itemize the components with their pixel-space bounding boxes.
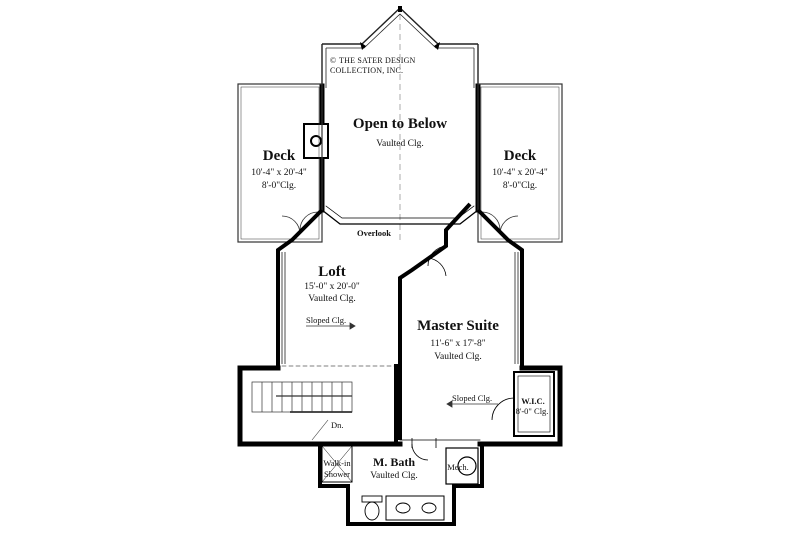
wic-label: W.I.C. [521,396,545,406]
master-suite-label: Master Suite [417,318,499,334]
deck-right-label: Deck [504,148,537,164]
loft-size: 15'-0" x 20'-0" [304,282,360,292]
open-to-below-label: Open to Below [353,116,447,132]
loft-label: Loft [318,264,346,280]
copyright-line2: COLLECTION, INC. [330,66,403,75]
wic-closet [491,371,555,437]
open-to-below-room [321,6,479,88]
copyright-symbol: © [330,56,336,65]
master-bath-label: M. Bath [373,455,415,469]
master-suite-ceiling: Vaulted Clg. [434,352,482,362]
loft-ceiling: Vaulted Clg. [308,294,356,304]
master-bath-ceiling: Vaulted Clg. [370,471,418,481]
deck-right-area [477,83,563,243]
deck-right-size: 10'-4" x 20'-4" [492,168,548,178]
deck-left-size: 10'-4" x 20'-4" [251,168,307,178]
fireplace [303,123,329,159]
stairs-down-label: Dn. [331,420,344,430]
copyright-line1: THE SATER DESIGN [339,56,416,65]
deck-right-ceiling: 8'-0"Clg. [503,181,537,191]
overlook-label: Overlook [357,228,391,238]
walk-in-shower-line2: Shower [324,469,350,479]
stairs [251,381,353,441]
mech-label: Mech. [447,462,468,472]
master-suite-sloped-label: Sloped Clg. [452,393,492,403]
master-suite-size: 11'-6" x 17'-8" [430,339,485,349]
slope-arrows [306,322,498,408]
deck-left-label: Deck [263,148,296,164]
master-bath-walls [318,438,484,526]
loft-walls [276,208,324,368]
loft-sloped-label: Sloped Clg. [306,315,346,325]
deck-left-ceiling: 8'-0"Clg. [262,181,296,191]
walk-in-shower-line1: Walk-in [323,458,351,468]
wic-ceiling: 8'-0" Clg. [516,406,549,416]
open-to-below-ceiling: Vaulted Clg. [376,139,424,149]
master-suite-walls [398,202,524,440]
